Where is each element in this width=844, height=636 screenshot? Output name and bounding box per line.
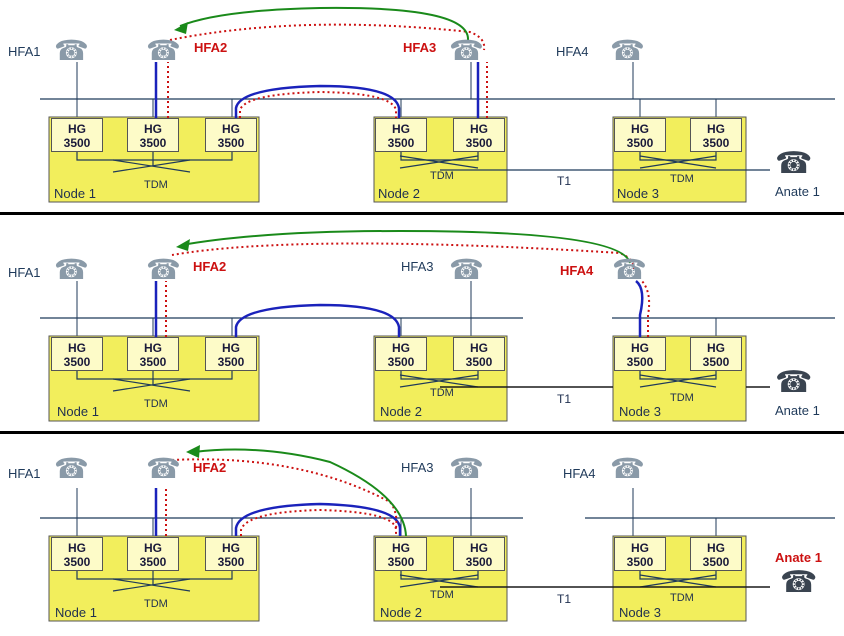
hfa2-phone-icon: ☎ <box>146 453 181 484</box>
hfa3-label: HFA3 <box>401 460 434 475</box>
hfa4-label: HFA4 <box>560 263 594 278</box>
panel-separator <box>0 431 844 434</box>
anate-label: Anate 1 <box>775 403 820 418</box>
scenario-panel-3: ☎ ☎ ☎ ☎ ☎ HFA1 HFA2 HFA3 HFA4 Anate 1 HG… <box>0 432 844 636</box>
scenario-panel-2: ☎ ☎ ☎ ☎ ☎ HFA1 HFA2 HFA3 HFA4 Anate 1 HG… <box>0 219 844 423</box>
hfa1-label: HFA1 <box>8 466 41 481</box>
hfa1-phone-icon: ☎ <box>54 453 89 484</box>
panel-2-diagram <box>40 229 835 422</box>
node-3-label: Node 3 <box>617 186 659 201</box>
node-1-label: Node 1 <box>57 404 99 419</box>
hfa4-phone-icon: ☎ <box>612 254 647 285</box>
node-2-label: Node 2 <box>378 186 420 201</box>
node-2-label: Node 2 <box>380 605 422 620</box>
t1-label: T1 <box>557 174 572 188</box>
panel-separator <box>0 212 844 215</box>
node-3-label: Node 3 <box>619 404 661 419</box>
hfa4-label: HFA4 <box>556 44 589 59</box>
anate-phone-icon: ☎ <box>775 147 813 180</box>
tdm-label: TDM <box>144 598 168 610</box>
anate-label: Anate 1 <box>775 550 822 565</box>
tdm-label: TDM <box>670 392 694 404</box>
tdm-label: TDM <box>670 592 694 604</box>
tdm-label: TDM <box>144 179 168 191</box>
hfa3-label: HFA3 <box>403 40 437 55</box>
hfa2-label: HFA2 <box>193 460 227 475</box>
hfa3-phone-icon: ☎ <box>449 35 484 66</box>
hfa3-phone-icon: ☎ <box>449 453 484 484</box>
panel-1-diagram <box>40 6 835 203</box>
tdm-label: TDM <box>430 170 454 182</box>
tdm-label: TDM <box>430 387 454 399</box>
anate-phone-icon: ☎ <box>775 366 813 399</box>
anate-phone-icon: ☎ <box>780 566 818 599</box>
hfa1-label: HFA1 <box>8 44 41 59</box>
tdm-label: TDM <box>430 589 454 601</box>
t1-label: T1 <box>557 592 572 606</box>
hfa1-phone-icon: ☎ <box>54 254 89 285</box>
hfa2-label: HFA2 <box>193 259 227 274</box>
node-1-label: Node 1 <box>55 605 97 620</box>
hfa2-phone-icon: ☎ <box>146 254 181 285</box>
node-3-label: Node 3 <box>619 605 661 620</box>
hfa3-phone-icon: ☎ <box>449 254 484 285</box>
t1-label: T1 <box>557 392 572 406</box>
node-1-label: Node 1 <box>54 186 96 201</box>
anate-label: Anate 1 <box>775 184 820 199</box>
hfa2-label: HFA2 <box>194 40 228 55</box>
hfa3-label: HFA3 <box>401 259 434 274</box>
tdm-label: TDM <box>670 173 694 185</box>
tdm-label: TDM <box>144 398 168 410</box>
node-2-label: Node 2 <box>380 404 422 419</box>
hfa4-phone-icon: ☎ <box>610 453 645 484</box>
hfa4-label: HFA4 <box>563 466 596 481</box>
hfa1-label: HFA1 <box>8 265 41 280</box>
hfa2-phone-icon: ☎ <box>146 35 181 66</box>
hfa1-phone-icon: ☎ <box>54 35 89 66</box>
hfa4-phone-icon: ☎ <box>610 35 645 66</box>
scenario-panel-1: ☎ ☎ ☎ ☎ ☎ HFA1 HFA2 HFA3 HFA4 Anate 1 HG… <box>0 0 844 204</box>
